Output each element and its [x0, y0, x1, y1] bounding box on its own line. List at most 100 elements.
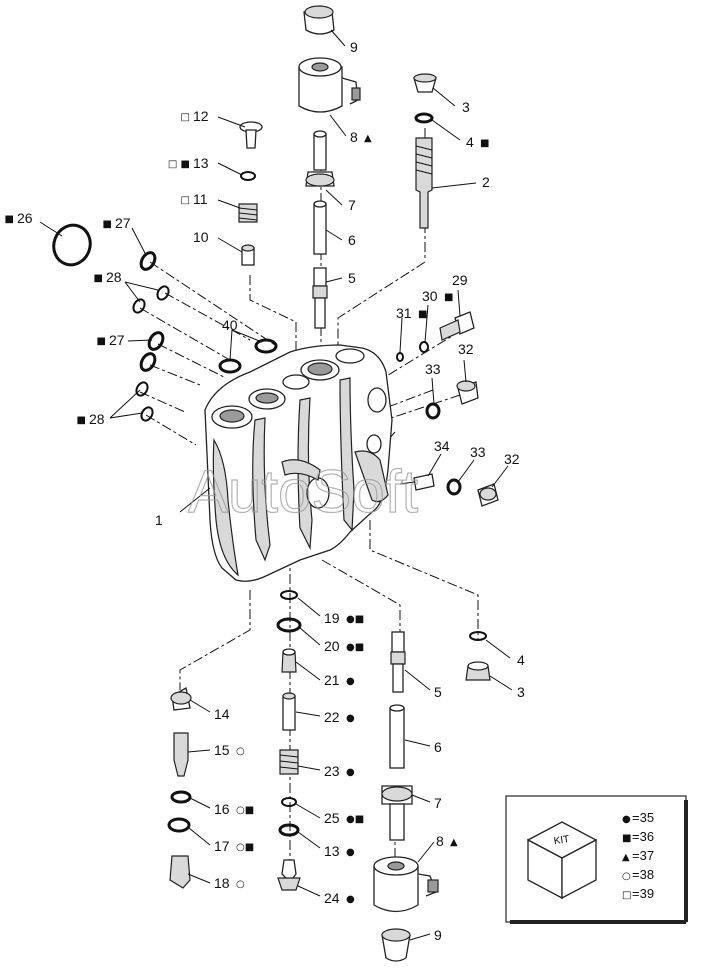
- callout-19: ●■19: [324, 610, 364, 626]
- callout-30: ■30: [422, 288, 453, 304]
- callout-number: 17: [214, 838, 230, 854]
- kit-entry-symbol: ■: [622, 833, 631, 844]
- callout-number: 10: [193, 229, 209, 245]
- callout-kit-marks: ●: [346, 767, 355, 778]
- callout-15: ○15: [214, 742, 245, 758]
- valve-body: [204, 344, 393, 582]
- callout-6: 6: [434, 739, 442, 755]
- callout-kit-marks: □: [181, 112, 190, 123]
- callout-number: 7: [348, 197, 356, 213]
- kit-entry-value: =38: [632, 867, 654, 882]
- callout-number: 40: [222, 317, 238, 333]
- kit-cube-label: KIT: [553, 834, 570, 847]
- callout-32: 32: [504, 451, 520, 467]
- callout-number: 22: [324, 709, 340, 725]
- callout-number: 12: [193, 108, 209, 124]
- callout-number: 13: [324, 843, 340, 859]
- callout-number: 23: [324, 763, 340, 779]
- callout-32: 32: [458, 341, 474, 357]
- callout-12: □12: [181, 108, 209, 124]
- callout-13: □ ■13: [168, 155, 209, 171]
- callout-33: 33: [470, 444, 486, 460]
- callout-number: 9: [350, 39, 358, 55]
- callout-kit-marks: ▲: [364, 133, 372, 144]
- callout-kit-marks: ■: [97, 336, 106, 347]
- callout-27: ■27: [97, 332, 125, 348]
- callout-number: 33: [470, 444, 486, 460]
- callout-kit-marks: ○■: [236, 805, 254, 816]
- callout-number: 27: [115, 215, 131, 231]
- callout-kit-marks: ●■: [346, 614, 364, 625]
- callout-3: 3: [462, 99, 470, 115]
- callout-number: 26: [17, 210, 33, 226]
- callout-27: ■27: [103, 215, 131, 231]
- callout-number: 8: [436, 833, 444, 849]
- callout-40: 40: [222, 317, 238, 333]
- callout-14: 14: [214, 706, 230, 722]
- callout-5: 5: [348, 270, 356, 286]
- callout-number: 24: [324, 890, 340, 906]
- kit-entry-value: =37: [632, 848, 654, 863]
- callout-17: ○■17: [214, 838, 254, 854]
- callout-13: ●13: [324, 843, 355, 859]
- callout-28: ■28: [94, 269, 122, 285]
- callout-5: 5: [434, 684, 442, 700]
- bottom-center-stack: [276, 590, 302, 891]
- callout-kit-marks: ■: [480, 138, 489, 149]
- callout-number: 33: [425, 361, 441, 377]
- callout-kit-marks: ●: [346, 894, 355, 905]
- callout-21: ●21: [324, 672, 355, 688]
- callout-number: 30: [422, 288, 438, 304]
- kit-entry-value: =36: [632, 829, 654, 844]
- top-solenoid-stack: [298, 5, 361, 329]
- callout-number: 18: [214, 875, 230, 891]
- callout-kit-marks: ■: [94, 273, 103, 284]
- callout-kit-marks: ■: [5, 214, 14, 225]
- callout-8: ▲8: [436, 833, 458, 849]
- callout-number: 31: [396, 305, 412, 321]
- callout-number: 5: [434, 684, 442, 700]
- callout-number: 8: [350, 129, 358, 145]
- bottom-right-stack: [373, 631, 491, 962]
- callout-number: 34: [434, 438, 450, 454]
- callout-6: 6: [348, 232, 356, 248]
- kit-entries: ●=35■=36▲=37○=38□=39: [622, 810, 654, 901]
- callout-23: ● 23: [324, 763, 355, 779]
- callout-number: 27: [109, 332, 125, 348]
- callout-4: ■4: [466, 134, 489, 150]
- callout-3: 3: [517, 684, 525, 700]
- callout-kit-marks: ●■: [346, 814, 364, 825]
- callouts: 9▲83■42□12□ ■13□1110765■26■27■2840■27■28…: [5, 39, 525, 943]
- leader-lines: [39, 29, 513, 941]
- callout-4: 4: [517, 652, 525, 668]
- callout-26: ■26: [5, 210, 33, 226]
- callout-number: 14: [214, 706, 230, 722]
- callout-7: 7: [348, 197, 356, 213]
- watermark: AutoSoft: [188, 458, 418, 525]
- callout-9: 9: [434, 927, 442, 943]
- callout-number: 6: [348, 232, 356, 248]
- callout-number: 16: [214, 801, 230, 817]
- callout-number: 11: [193, 191, 208, 207]
- callout-31: ■ 31: [396, 305, 427, 321]
- kit-entry-value: =35: [632, 810, 654, 825]
- callout-kit-marks: ■: [418, 309, 427, 320]
- callout-kit-marks: ○: [236, 746, 245, 757]
- callout-10: 10: [193, 229, 209, 245]
- kit-cube-icon: [526, 821, 598, 900]
- callout-kit-marks: □: [181, 195, 190, 206]
- callout-kit-marks: ●■: [346, 642, 364, 653]
- callout-number: 3: [462, 99, 470, 115]
- callout-number: 9: [434, 927, 442, 943]
- callout-number: 4: [466, 134, 474, 150]
- callout-number: 7: [434, 795, 442, 811]
- callout-number: 6: [434, 739, 442, 755]
- callout-kit-marks: ▲: [450, 837, 458, 848]
- callout-number: 28: [89, 411, 105, 427]
- callout-number: 25: [324, 810, 340, 826]
- callout-1: 1: [155, 512, 163, 528]
- callout-kit-marks: ●: [346, 676, 355, 687]
- kit-legend: KIT ●=35■=36▲=37○=38□=39: [505, 795, 688, 924]
- callout-9: 9: [350, 39, 358, 55]
